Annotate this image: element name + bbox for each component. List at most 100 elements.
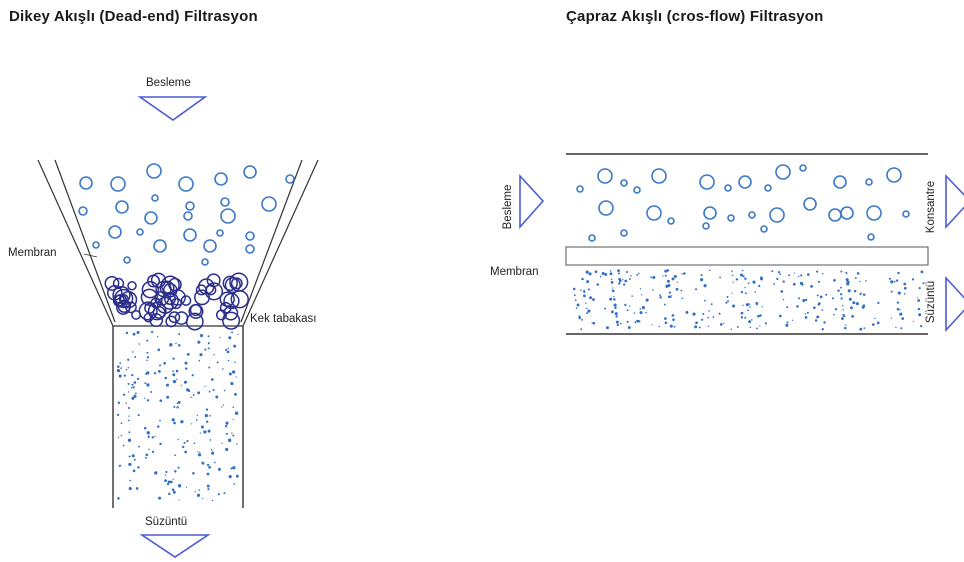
cross-flow-title: Çapraz Akışlı (cros-flow) Filtrasyon xyxy=(566,8,824,25)
dot xyxy=(719,276,721,279)
dot xyxy=(633,312,636,314)
dot xyxy=(134,356,137,358)
particle xyxy=(598,200,614,216)
dot xyxy=(174,454,176,457)
dot xyxy=(739,273,743,277)
dot xyxy=(640,294,643,296)
dot xyxy=(782,280,785,283)
dot xyxy=(159,364,161,367)
dot xyxy=(131,396,135,400)
particle xyxy=(261,196,277,212)
dot xyxy=(575,307,578,309)
dot xyxy=(814,319,818,322)
dot xyxy=(197,453,202,457)
dot xyxy=(167,480,171,484)
dot xyxy=(897,271,900,275)
dot xyxy=(153,372,157,375)
dot xyxy=(890,280,894,284)
dot xyxy=(701,318,704,321)
dot xyxy=(629,305,631,307)
dot xyxy=(197,340,201,344)
dot xyxy=(145,453,149,457)
dot xyxy=(222,368,224,370)
dot xyxy=(133,458,136,461)
dot xyxy=(804,313,807,315)
dot xyxy=(821,328,824,331)
dot xyxy=(585,270,589,274)
dot xyxy=(761,306,763,308)
dot xyxy=(668,291,672,294)
dot xyxy=(759,325,761,327)
dot xyxy=(198,359,201,362)
dot xyxy=(611,289,615,293)
dot xyxy=(877,301,880,305)
dot xyxy=(695,321,698,325)
cake-particle xyxy=(223,305,239,321)
dot xyxy=(844,327,847,330)
dot xyxy=(201,461,205,465)
particle xyxy=(651,168,667,184)
dot xyxy=(636,319,640,323)
dot xyxy=(618,282,621,285)
dot xyxy=(899,309,901,311)
dot xyxy=(751,319,753,321)
dot xyxy=(146,399,150,402)
dot xyxy=(669,324,673,328)
dot xyxy=(200,425,204,429)
dot xyxy=(749,326,752,329)
dot xyxy=(231,432,233,435)
dot xyxy=(912,320,914,322)
dot xyxy=(127,407,131,410)
dot xyxy=(184,450,188,454)
dot xyxy=(671,277,675,281)
dot xyxy=(119,362,122,364)
dot xyxy=(675,287,679,291)
particle xyxy=(703,206,717,220)
dot xyxy=(757,314,760,318)
dot xyxy=(726,295,729,298)
dot xyxy=(903,292,906,295)
dot xyxy=(234,393,237,396)
dot xyxy=(650,276,652,278)
dot xyxy=(626,309,629,312)
particle xyxy=(243,165,257,179)
cake-particle xyxy=(106,285,123,301)
dot xyxy=(735,278,739,281)
particle xyxy=(185,201,195,211)
dot xyxy=(191,423,193,425)
dot xyxy=(707,316,710,319)
dot xyxy=(700,278,704,282)
dot xyxy=(199,353,203,357)
dot xyxy=(236,443,238,445)
dot xyxy=(117,365,120,368)
particle xyxy=(220,197,230,207)
dot xyxy=(186,440,189,443)
dot xyxy=(190,396,192,399)
dot xyxy=(182,445,185,449)
dot xyxy=(604,273,608,276)
dot xyxy=(195,419,198,421)
dot xyxy=(165,470,168,474)
dot xyxy=(146,359,148,362)
dot xyxy=(127,419,130,422)
dot xyxy=(780,290,784,293)
dot xyxy=(132,386,135,389)
dot xyxy=(191,374,194,377)
dot xyxy=(203,430,207,434)
dot xyxy=(744,286,746,289)
dot xyxy=(851,314,854,318)
dot xyxy=(840,297,843,300)
dot xyxy=(226,350,230,354)
dot xyxy=(151,436,154,439)
dot xyxy=(172,357,175,360)
cake-particle xyxy=(224,276,241,294)
dot xyxy=(148,448,150,451)
dot xyxy=(634,321,637,324)
dot xyxy=(589,296,592,300)
dot xyxy=(845,271,848,274)
dot xyxy=(175,369,179,373)
dot xyxy=(206,463,210,467)
particle xyxy=(769,207,785,223)
dot xyxy=(631,295,633,297)
dot xyxy=(227,347,230,350)
